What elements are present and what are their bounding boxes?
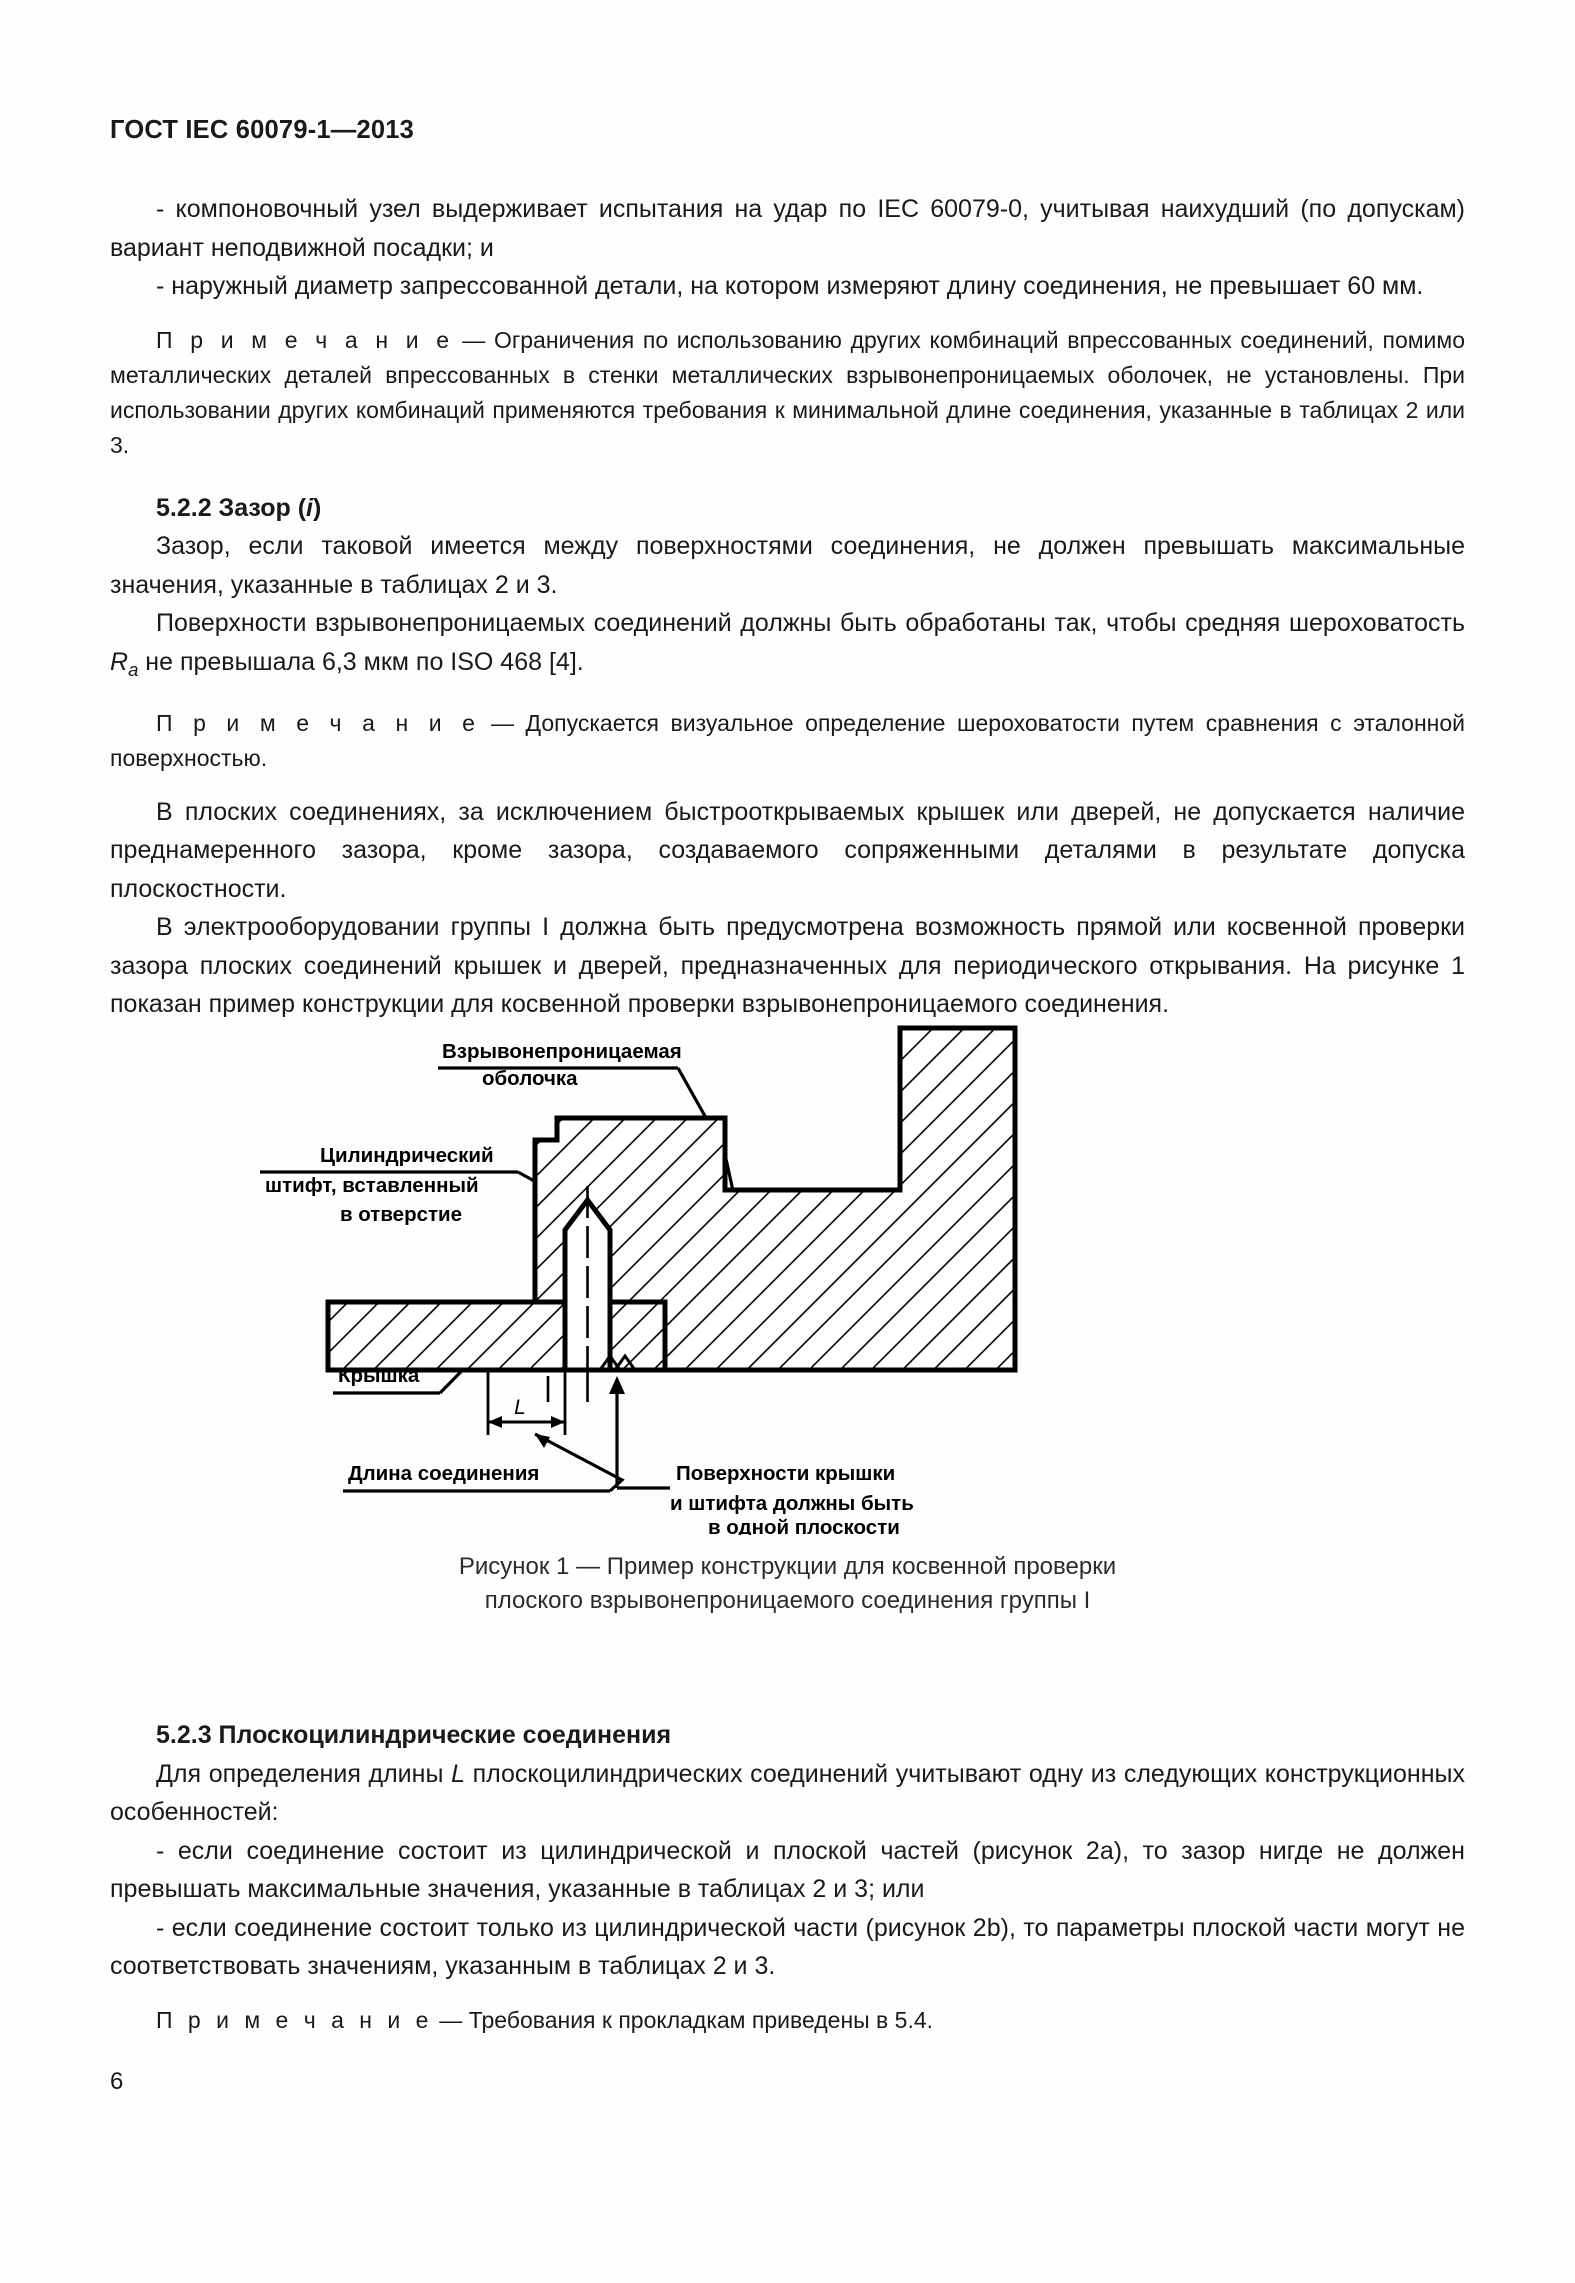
page-number: 6 — [110, 2068, 124, 2095]
note-2: П р и м е ч а н и е — Допускается визуал… — [110, 706, 1465, 776]
text-column-upper: - компоновочный узел выдерживает испытан… — [110, 190, 1465, 1024]
note-2-text: — Допускается визуальное определение шер… — [110, 709, 1465, 771]
paragraph-5-2-2-1: Зазор, если таковой имеется между поверх… — [110, 532, 1465, 599]
running-header: ГОСТ IEC 60079-1—2013 — [110, 116, 414, 144]
coplanar-surface-callout: Поверхности крышки и штифта должны быть … — [598, 1353, 914, 1535]
roughness-symbol: R — [110, 647, 129, 676]
roughness-subscript: a — [128, 658, 139, 680]
heading-5-2-2: 5.2.2 Зазор (i) — [110, 489, 1465, 528]
length-symbol-L: L — [451, 1759, 465, 1788]
figure-1-caption-line-2: плоского взрывонепроницаемого соединения… — [484, 1587, 1091, 1614]
note-3: П р и м е ч а н и е — Требования к прокл… — [110, 2003, 1465, 2038]
note-2-label: П р и м е ч а н и е — [156, 709, 480, 736]
note-3-label: П р и м е ч а н и е — [156, 2006, 433, 2033]
label-pin-line2: штифт, вставленный — [265, 1174, 479, 1197]
paragraph-5-2-3-part-b: плоскоцилиндрических соединений учитываю… — [110, 1759, 1466, 1827]
note-1: П р и м е ч а н и е — Ограничения по исп… — [110, 323, 1465, 463]
figure-1-caption-line-1: Рисунок 1 — Пример конструкции для косве… — [458, 1553, 1117, 1580]
note-3-text: — Требования к прокладкам приведены в 5.… — [432, 2006, 934, 2033]
label-pin-line1: Цилиндрический — [320, 1144, 494, 1167]
heading-5-2-2-text: 5.2.2 Зазор ( — [156, 493, 307, 522]
cover-plate — [325, 1299, 568, 1373]
paragraph-bullet-b: - если соединение состоит только из цили… — [110, 1913, 1465, 1981]
figure-1: Взрывонепроницаемая оболочка Цилиндричес… — [110, 1010, 1465, 1614]
paragraph-5-2-2-2: Поверхности взрывонепроницаемых соединен… — [110, 604, 1465, 689]
label-surfaces-line1: Поверхности крышки — [676, 1462, 895, 1485]
paragraph-bullet-1: - компоновочный узел выдерживает испытан… — [110, 195, 1465, 262]
heading-5-2-2-symbol: i — [306, 493, 313, 522]
paragraph-5-2-2-2-part-a: Поверхности взрывонепроницаемых соединен… — [156, 609, 1465, 637]
label-joint-length: Длина соединения — [343, 1432, 625, 1493]
label-surfaces-line2: и штифта должны быть — [670, 1492, 914, 1515]
paragraph-5-2-2-2-part-b: не превышала 6,3 мкм по ISO 468 [4]. — [138, 647, 584, 676]
dimension-label-L: L — [514, 1396, 526, 1419]
note-1-label: П р и м е ч а н и е — [156, 326, 454, 353]
label-joint-length-text: Длина соединения — [348, 1462, 539, 1485]
dimension-joint-length: L — [486, 1372, 567, 1435]
heading-5-2-3: 5.2.3 Плоскоцилиндрические соединения — [156, 1721, 672, 1749]
label-enclosure-line2: оболочка — [482, 1067, 578, 1090]
figure-1-drawing: Взрывонепроницаемая оболочка Цилиндричес… — [110, 1010, 1465, 1535]
label-surfaces-line3: в одной плоскости — [708, 1516, 900, 1535]
flameproof-joint-diagram: Взрывонепроницаемая оболочка Цилиндричес… — [260, 1025, 1018, 1535]
heading-5-2-2-close: ) — [313, 493, 322, 522]
paragraph-5-2-3-intro: Для определения длины L плоскоцилиндриче… — [110, 1755, 1465, 1832]
paragraph-bullet-a: - если соединение состоит из цилиндричес… — [110, 1836, 1465, 1904]
paragraph-flat-joints: В плоских соединениях, за исключением бы… — [110, 797, 1465, 903]
paragraph-5-2-3-part-a: Для определения длины — [156, 1759, 452, 1788]
paragraph-group-1: В электрооборудовании группы I должна бы… — [110, 913, 1465, 1019]
note-1-text: — Ограничения по использованию других ко… — [110, 326, 1466, 458]
text-column-lower: 5.2.3 Плоскоцилиндрические соединения Дл… — [110, 1716, 1465, 2038]
figure-1-caption: Рисунок 1 — Пример конструкции для косве… — [110, 1550, 1465, 1618]
label-enclosure-line1: Взрывонепроницаемая — [442, 1040, 682, 1063]
label-pin-line3: в отверстие — [340, 1203, 462, 1226]
paragraph-bullet-2: - наружный диаметр запрессованной детали… — [156, 272, 1424, 300]
cylindrical-pin — [562, 1186, 613, 1402]
